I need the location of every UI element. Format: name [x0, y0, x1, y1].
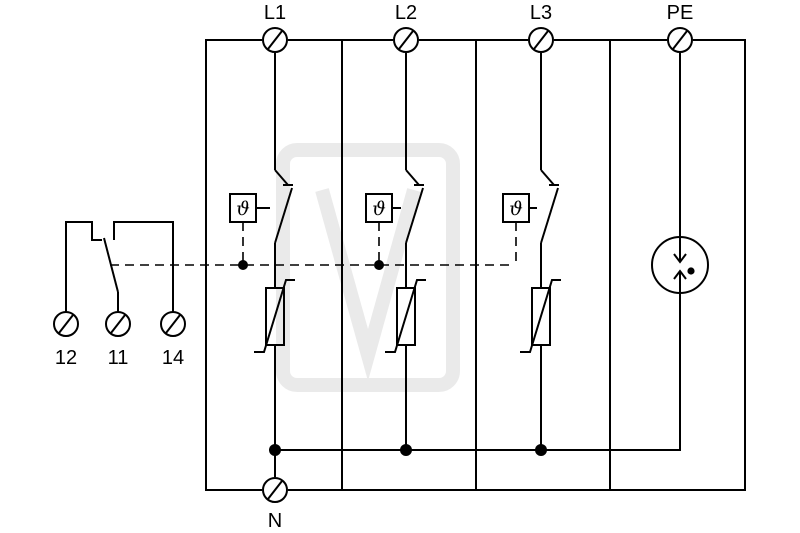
phase-l2-path — [392, 53, 424, 450]
label-l2: L2 — [395, 2, 417, 24]
terminal-14 — [160, 311, 186, 337]
watermark-logo — [276, 143, 460, 392]
label-l3: L3 — [530, 2, 552, 24]
label-n: N — [268, 510, 282, 532]
label-l1: L1 — [264, 2, 286, 24]
thermal-sensor-l1: ϑ — [229, 193, 257, 223]
varistor-l3 — [520, 279, 561, 353]
label-11: 11 — [108, 347, 129, 369]
junction-dot — [374, 260, 384, 270]
thermal-sensor-l2: ϑ — [365, 193, 393, 223]
terminal-n — [262, 477, 288, 503]
terminal-l3 — [528, 27, 554, 53]
thermal-sensor-l3: ϑ — [502, 193, 530, 223]
varistor-l2 — [385, 279, 426, 353]
terminal-pe — [667, 27, 693, 53]
label-14: 14 — [162, 347, 184, 369]
label-pe: PE — [667, 2, 694, 24]
remote-signal-linkage — [110, 222, 517, 270]
remote-signal-contact — [65, 221, 174, 312]
terminal-l2 — [393, 27, 419, 53]
terminal-12 — [53, 311, 79, 337]
thermal-symbol: ϑ — [509, 198, 523, 220]
varistor-l1 — [254, 279, 295, 353]
junction-dot — [400, 444, 412, 456]
junction-dot — [535, 444, 547, 456]
terminal-l1 — [262, 27, 288, 53]
terminal-11 — [105, 311, 131, 337]
thermal-symbol: ϑ — [372, 198, 386, 220]
label-12: 12 — [55, 347, 77, 369]
thermal-symbol: ϑ — [236, 198, 250, 220]
junction-dot — [269, 444, 281, 456]
junction-dot — [238, 260, 248, 270]
phase-l3-path — [529, 53, 559, 450]
module-frame — [205, 39, 746, 491]
